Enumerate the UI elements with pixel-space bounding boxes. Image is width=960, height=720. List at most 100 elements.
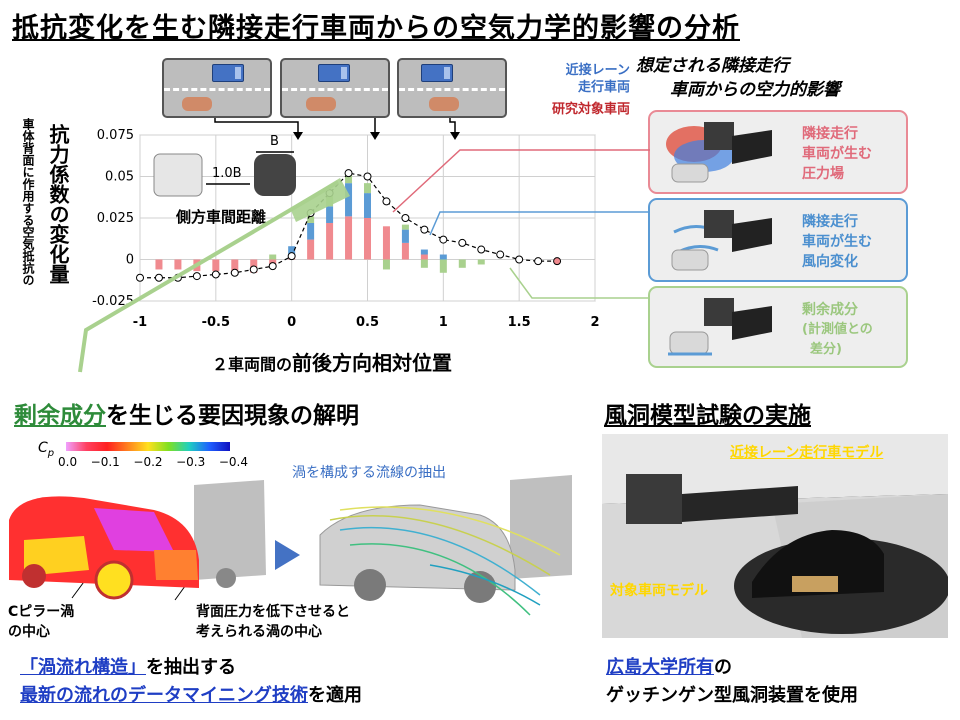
measured-point (477, 245, 486, 254)
bar-series-1 (401, 242, 409, 260)
measured-point (230, 268, 239, 277)
truck-pressure-illustration (666, 122, 772, 183)
x-tick-label: 0 (287, 315, 296, 330)
back-vortex-label: 背面圧力を低下させると 考えられる渦の中心 (196, 604, 350, 640)
x-tick-label: -0.5 (202, 315, 230, 330)
bar-series-1 (382, 226, 390, 260)
measured-point (268, 262, 277, 271)
bar-series-3 (345, 171, 353, 184)
bar-series-3 (364, 183, 371, 194)
bar-series-3 (269, 254, 277, 260)
bar-series-2 (439, 254, 447, 260)
bar-series-3 (401, 224, 409, 230)
adjacent-vehicle-icon (318, 64, 350, 82)
pressure-field-box: 隣接走行 車両が生む 圧力場 (648, 110, 908, 194)
adjacent-vehicle-icon (421, 64, 453, 82)
x-tick-label: 2 (590, 315, 599, 330)
target-model-label: 対象車両モデル (610, 583, 708, 599)
bar-series-1 (307, 239, 315, 260)
measured-point (515, 255, 524, 264)
measured-line (140, 172, 558, 279)
y-axis-label-small: 車体背面に作用する空気抵抗の (21, 118, 35, 286)
x-tick-label: 0.5 (356, 315, 379, 330)
width-label: B (270, 134, 279, 149)
bar-series-1 (345, 216, 353, 260)
bar-series-1 (364, 218, 371, 260)
legend-adjacent: 近接レーン 走行車両 (565, 63, 630, 95)
wind-tunnel-photo: 近接レーン走行車モデル 対象車両モデル (602, 434, 948, 638)
bar-series-3 (439, 259, 447, 273)
adjacent-vehicle-icon (212, 64, 244, 82)
y-tick-label: 0 (126, 253, 134, 268)
vortex-extraction-text: 「渦流れ構造」を抽出する 最新の流れのデータマイニング技術を適用 (20, 657, 362, 706)
measured-point (211, 270, 220, 279)
bar-series-2 (345, 183, 353, 217)
bar-series-2 (326, 206, 334, 223)
measured-point (458, 238, 467, 247)
bar-series-1 (326, 222, 334, 260)
distance-caption: 側方車間距離 (176, 208, 267, 226)
measured-point (534, 257, 543, 266)
bar-series-2 (401, 229, 409, 243)
residual-section-title: 剰余成分を生じる要因現象の解明 (14, 403, 359, 429)
measured-point (287, 252, 296, 261)
legend-subject: 研究対象車両 (551, 102, 630, 117)
bar-series-1 (174, 259, 182, 270)
measured-point (154, 273, 163, 282)
wind-tunnel-illustration (602, 434, 948, 638)
y-tick-label: 0.075 (97, 128, 134, 143)
subject-vehicle-icon (182, 97, 212, 111)
measured-point (249, 265, 258, 274)
bar-series-3 (477, 259, 485, 265)
residual-box: 剰余成分 (計測値との 差分) (648, 286, 908, 368)
measured-point (173, 273, 182, 282)
road-diagram-3 (397, 58, 507, 118)
bar-series-3 (420, 259, 428, 268)
assumed-effects-title: 想定される隣接走行 車両からの空力的影響 (636, 56, 840, 100)
bar-series-1 (420, 254, 428, 260)
road-diagram-2 (280, 58, 390, 118)
y-tick-label: -0.025 (92, 294, 134, 309)
page-title: 抵抗変化を生む隣接走行車両からの空気力学的影響の分析 (12, 13, 740, 44)
wind-tunnel-section-title: 風洞模型試験の実施 (604, 403, 811, 429)
truck-wind-illustration (671, 210, 772, 271)
x-tick-label: 1.5 (508, 315, 531, 330)
y-tick-label: 0.025 (97, 211, 134, 226)
distance-label: 1.0B (212, 166, 242, 181)
bar-series-1 (212, 259, 220, 272)
adjacent-model-label: 近接レーン走行車モデル (730, 445, 884, 461)
measured-point (325, 189, 334, 198)
bar-series-1 (193, 259, 201, 272)
wind-direction-box: 隣接走行 車両が生む 風向変化 (648, 198, 908, 282)
cp-tick-labels: 0.0 −0.1 −0.2 −0.3 −0.4 (58, 455, 248, 469)
measured-point (401, 214, 410, 222)
x-axis-label: ２車両間の前後方向相対位置 (212, 351, 453, 375)
cfd-pressure-image (9, 480, 266, 600)
measured-point (553, 257, 562, 266)
truck-residual-illustration (668, 298, 772, 356)
distance-inset: 1.0B B 側方車間距離 (152, 134, 302, 228)
subject-vehicle-icon (429, 97, 459, 111)
c-pillar-vortex-label: Cピラー渦 の中心 (8, 604, 75, 640)
measured-point (344, 169, 353, 178)
cfd-streamline-image (319, 475, 572, 616)
measured-point (306, 209, 315, 218)
measured-point (363, 172, 372, 181)
measured-point (136, 273, 144, 282)
streamline-caption: 渦を構成する流線の抽出 (292, 465, 446, 481)
cp-color-bar (66, 442, 230, 451)
x-tick-label: -1 (133, 315, 147, 330)
measured-point (192, 272, 201, 281)
measured-point (496, 250, 505, 259)
measured-point (382, 197, 391, 206)
measured-point (420, 225, 429, 234)
cp-scale-label: Cp (38, 440, 55, 459)
bar-series-1 (155, 259, 163, 270)
y-axis-label: 抗力係数の変化量 (46, 124, 70, 284)
wind-tunnel-text: 広島大学所有の ゲッチンゲン型風洞装置を使用 (606, 657, 858, 706)
subject-vehicle-icon (306, 97, 336, 111)
bar-series-3 (458, 259, 466, 268)
bar-series-2 (307, 222, 315, 240)
y-tick-label: 0.05 (105, 170, 134, 185)
bar-series-2 (420, 249, 428, 255)
